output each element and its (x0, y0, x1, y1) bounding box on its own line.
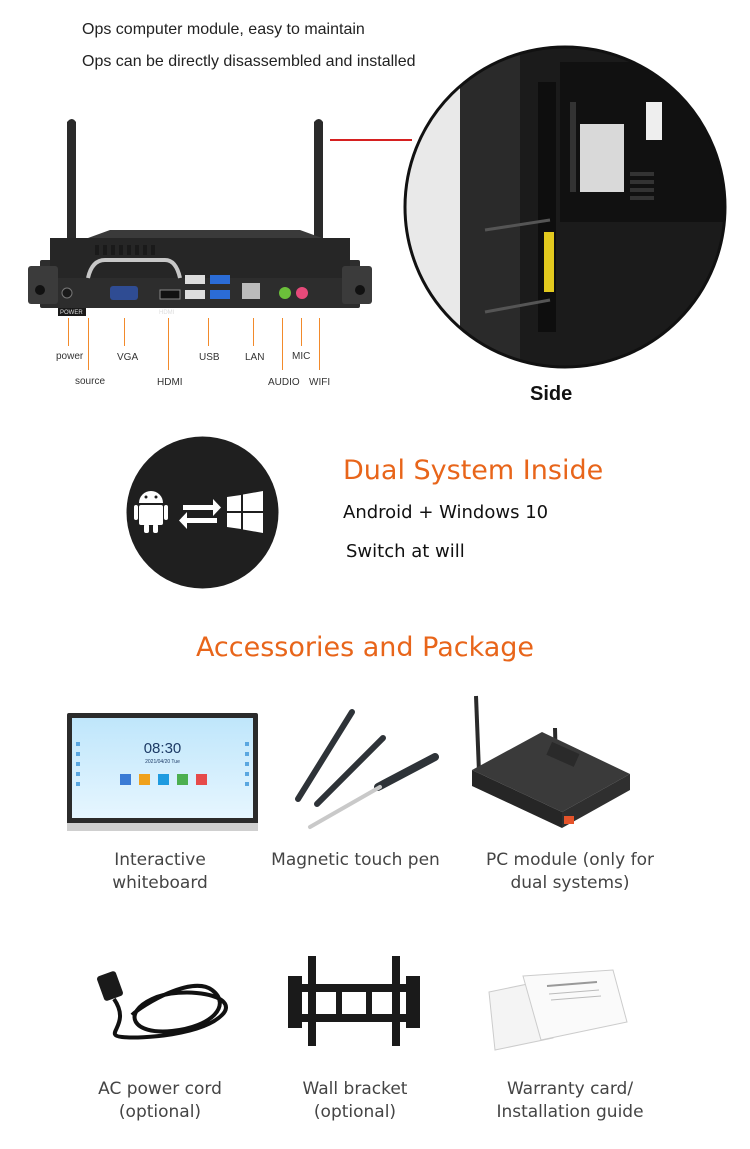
caption-line: whiteboard (112, 873, 208, 893)
caption-touch-pen: Magnetic touch pen (258, 849, 453, 872)
caption-line: PC module (only for (485, 850, 654, 870)
caption-wall-bracket: Wall bracket (optional) (255, 1078, 455, 1124)
caption-power-cord: AC power cord (optional) (60, 1078, 260, 1124)
port-label-power: power (56, 351, 84, 362)
tick-hdmi (168, 318, 169, 370)
port-label-lan: LAN (245, 352, 265, 363)
tick-source (88, 318, 89, 370)
caption-line: Warranty card/ (506, 1079, 634, 1099)
whiteboard-date: 2021/04/20 Tue (145, 759, 180, 765)
switch-arrows-icon (179, 499, 221, 529)
tick-vga (124, 318, 125, 346)
tick-usb (208, 318, 209, 346)
touch-pen-image (295, 709, 439, 829)
power-cord-image (97, 971, 228, 1040)
port-label-audio: AUDIO (268, 377, 300, 388)
tick-power (68, 318, 69, 346)
caption-line: dual systems) (510, 873, 630, 893)
whiteboard-time: 08:30 (143, 740, 182, 757)
port-label-hdmi: HDMI (157, 377, 183, 388)
tick-wifi (319, 318, 320, 370)
caption-line: AC power cord (98, 1079, 222, 1099)
warranty-guide-image (488, 969, 628, 1051)
caption-warranty-guide: Warranty card/ Installation guide (465, 1078, 675, 1124)
android-icon (134, 491, 168, 533)
dual-system-line-1: Android + Windows 10 (343, 502, 549, 523)
caption-line: (optional) (118, 1102, 202, 1122)
port-label-vga: VGA (117, 352, 139, 363)
power-text-on-device: POWER (60, 310, 83, 316)
caption-line: Installation guide (496, 1102, 644, 1122)
tick-lan (253, 318, 254, 346)
dual-system-line-2: Switch at will (346, 541, 465, 562)
pc-module-image (472, 695, 630, 828)
ops-heading-line-1: Ops computer module, easy to maintain (82, 21, 365, 38)
caption-pc-module: PC module (only for dual systems) (465, 849, 675, 895)
side-closeup-image (403, 45, 727, 369)
wall-bracket-image (288, 956, 420, 1046)
side-label: Side (530, 383, 573, 405)
port-label-mic: MIC (292, 351, 311, 362)
caption-line: Wall bracket (302, 1079, 408, 1099)
caption-line: Interactive (114, 850, 206, 870)
whiteboard-image: 08:30 2021/04/20 Tue (67, 713, 258, 831)
caption-line: Magnetic touch pen (271, 850, 440, 870)
tick-mic (301, 318, 302, 346)
dual-system-badge (126, 436, 279, 589)
tick-audio (282, 318, 283, 370)
port-label-usb: USB (199, 352, 220, 363)
port-label-wifi: WIFI (309, 377, 331, 388)
caption-whiteboard: Interactive whiteboard (60, 849, 260, 895)
dual-system-title: Dual System Inside (343, 455, 604, 486)
accessories-title: Accessories and Package (195, 632, 535, 663)
ops-heading-line-2: Ops can be directly disassembled and ins… (82, 53, 416, 70)
ops-module-image: POWER HDMI (28, 119, 372, 316)
hdmi-text-on-device: HDMI (159, 310, 175, 316)
pointer-line (330, 139, 412, 141)
windows-icon (227, 491, 263, 533)
caption-line: (optional) (313, 1102, 397, 1122)
port-label-source: source (75, 376, 106, 387)
